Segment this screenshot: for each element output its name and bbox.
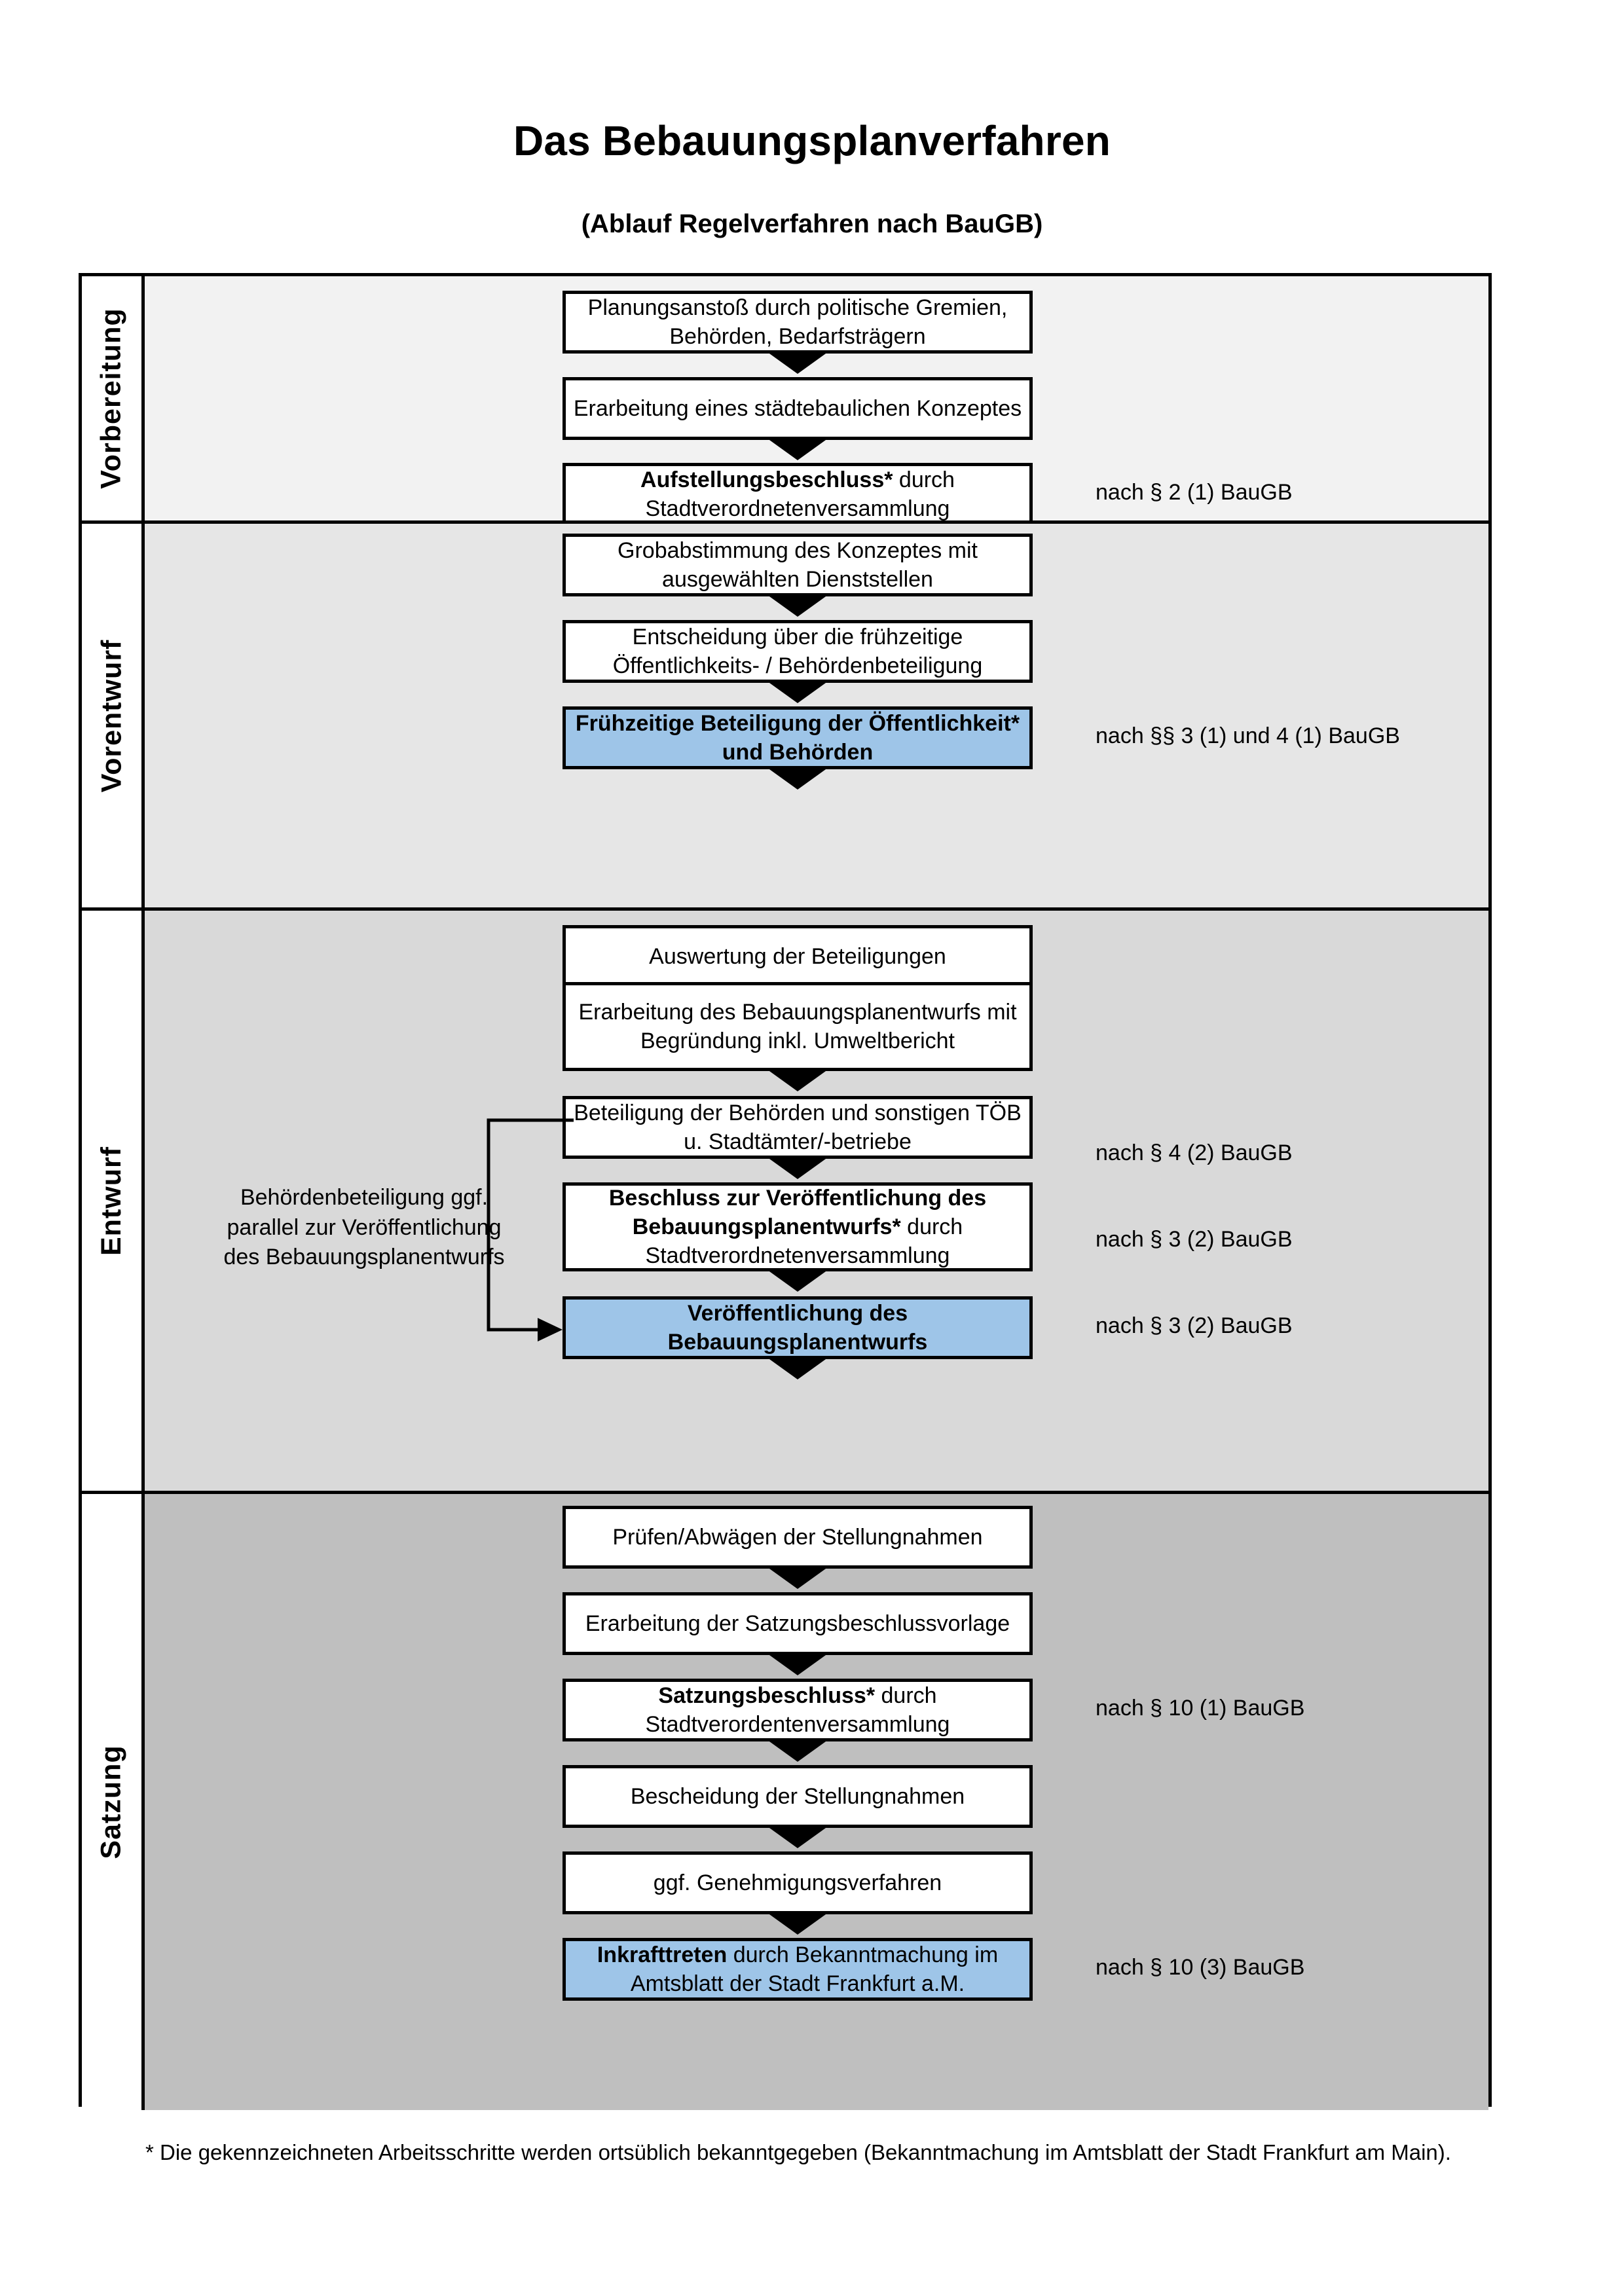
- flow-box-text: Aufstellungsbeschluss* durch Stadtverord…: [572, 465, 1023, 523]
- flow-box-text: Inkrafttreten durch Bekanntmachung im Am…: [572, 1941, 1023, 1998]
- flow-box-auswertung-beteiligungen: Auswertung der Beteiligungen: [563, 925, 1033, 988]
- flow-box-planungsanstoss: Planungsanstoß durch politische Gremien,…: [563, 291, 1033, 354]
- side-note-entwurf: Behördenbeteiligung ggf. parallel zur Ve…: [223, 1185, 505, 1270]
- legal-note-note-par3-2-b: nach § 3 (2) BauGB: [1096, 1313, 1293, 1338]
- flow-box-text: Auswertung der Beteiligungen: [649, 943, 946, 969]
- flow-box-rest: durch Stadtverordnetenversammlung: [645, 1214, 963, 1269]
- flow-arrow-veroeffentlichung-bplan-entwurf: [765, 1356, 830, 1379]
- flow-box-text: Entscheidung über die frühzeitige Öffent…: [612, 624, 983, 678]
- flow-arrow-genehmigungsverfahren: [765, 1911, 830, 1935]
- flow-box-rest: durch Stadtverordnetenversammlung: [645, 467, 955, 521]
- legal-note-note-par4-2: nach § 4 (2) BauGB: [1096, 1140, 1293, 1165]
- phase-label-text: Vorentwurf: [96, 639, 128, 792]
- flow-box-text: Beschluss zur Veröffentlichung des Bebau…: [572, 1184, 1023, 1271]
- flow-box-staedtebauliches-konzept: Erarbeitung eines städtebaulichen Konzep…: [563, 377, 1033, 440]
- phase-label-text: Vorbereitung: [96, 308, 128, 489]
- phase-label-vorentwurf: Vorentwurf: [82, 524, 145, 907]
- phase-label-satzung: Satzung: [82, 1494, 145, 2110]
- flow-box-pruefen-abwaegen: Prüfen/Abwägen der Stellungnahmen: [563, 1506, 1033, 1569]
- flow-arrow-beschluss-veroeffentlichung: [765, 1268, 830, 1292]
- flow-arrow-satzungsbeschluss: [765, 1738, 830, 1762]
- footnote: * Die gekennzeichneten Arbeitsschritte w…: [145, 2140, 1451, 2164]
- flow-box-text: Prüfen/Abwägen der Stellungnahmen: [612, 1524, 983, 1550]
- flow-box-entscheidung-fruehzeitig: Entscheidung über die frühzeitige Öffent…: [563, 620, 1033, 683]
- flow-arrow-fruehzeitige-beteiligung: [765, 766, 830, 790]
- flow-box-text: Grobabstimmung des Konzeptes mit ausgewä…: [618, 538, 978, 592]
- phase-body-vorbereitung: Planungsanstoß durch politische Gremien,…: [145, 276, 1488, 546]
- flow-box-emphasis: Inkrafttreten: [597, 1942, 728, 1967]
- legal-note-note-par10-3: nach § 10 (3) BauGB: [1096, 1955, 1305, 1980]
- flow-arrow-erarbeitung-bplan-entwurf: [765, 1068, 830, 1091]
- flow-box-fruehzeitige-beteiligung: Frühzeitige Beteiligung der Öffentlichke…: [563, 706, 1033, 769]
- legal-note-note-par3-1-4-1: nach §§ 3 (1) und 4 (1) BauGB: [1096, 723, 1400, 748]
- flow-box-beteiligung-behoerden-toeb: Beteiligung der Behörden und sonstigen T…: [563, 1096, 1033, 1159]
- legal-note-note-par10-1: nach § 10 (1) BauGB: [1096, 1696, 1305, 1721]
- flow-arrow-planungsanstoss: [765, 350, 830, 374]
- flow-box-emphasis: Beschluss zur Veröffentlichung des Bebau…: [608, 1185, 987, 1239]
- flow-box-grobabstimmung: Grobabstimmung des Konzeptes mit ausgewä…: [563, 534, 1033, 596]
- flow-box-text: Beteiligung der Behörden und sonstigen T…: [574, 1100, 1022, 1154]
- phase-row-vorentwurf: Vorentwurf Grobabstimmung des Konzeptes m…: [82, 520, 1488, 907]
- phase-row-vorbereitung: Vorbereitung Planungsanstoß durch politis…: [82, 276, 1488, 546]
- flow-arrow-satzungsbeschlussvorlage: [765, 1652, 830, 1675]
- flow-box-erarbeitung-bplan-entwurf: Erarbeitung des Bebauungsplanentwurfs mi…: [563, 982, 1033, 1071]
- flow-box-text: Erarbeitung eines städtebaulichen Konzep…: [573, 395, 1022, 421]
- phase-label-text: Entwurf: [96, 1146, 128, 1256]
- phase-label-vorbereitung: Vorbereitung: [82, 276, 145, 520]
- flow-box-satzungsbeschluss: Satzungsbeschluss* durch Stadtverordente…: [563, 1679, 1033, 1741]
- flow-box-emphasis: Satzungsbeschluss*: [658, 1683, 876, 1708]
- phase-body-entwurf: Behördenbeteiligung ggf. parallel zur Ve…: [145, 911, 1488, 1491]
- phase-row-satzung: Satzung Prüfen/Abwägen der Stellungnahmen…: [82, 1491, 1488, 2110]
- flow-box-genehmigungsverfahren: ggf. Genehmigungsverfahren: [563, 1851, 1033, 1914]
- flow-arrow-beteiligung-behoerden-toeb: [765, 1156, 830, 1179]
- flow-box-text: Bescheidung der Stellungnahmen: [630, 1783, 965, 1809]
- flow-arrow-pruefen-abwaegen: [765, 1565, 830, 1589]
- flow-box-text: Veröffentlichung des Bebauungsplanentwur…: [572, 1299, 1023, 1357]
- flow-arrow-staedtebauliches-konzept: [765, 437, 830, 460]
- flow-arrow-entscheidung-fruehzeitig: [765, 680, 830, 703]
- phase-row-entwurf: Entwurf Behördenbeteiligung ggf. parallel…: [82, 907, 1488, 1491]
- flow-box-aufstellungsbeschluss: Aufstellungsbeschluss* durch Stadtverord…: [563, 463, 1033, 526]
- flow-box-text: Erarbeitung der Satzungsbeschlussvorlage: [585, 1611, 1010, 1636]
- flow-box-text: ggf. Genehmigungsverfahren: [653, 1870, 942, 1895]
- flow-box-emphasis: Aufstellungsbeschluss*: [640, 467, 893, 492]
- flow-box-bescheidung-stellungnahmen: Bescheidung der Stellungnahmen: [563, 1765, 1033, 1828]
- flow-box-rest: durch Bekanntmachung im Amtsblatt der St…: [630, 1942, 999, 1996]
- page-title: Das Bebauungsplanverfahren: [513, 117, 1111, 164]
- flow-box-rest: durch Stadtverordentenversammlung: [645, 1683, 950, 1737]
- flow-box-inkrafttreten: Inkrafttreten durch Bekanntmachung im Am…: [563, 1938, 1033, 2001]
- flow-box-veroeffentlichung-bplan-entwurf: Veröffentlichung des Bebauungsplanentwur…: [563, 1296, 1033, 1359]
- flow-box-emphasis: Veröffentlichung des Bebauungsplanentwur…: [667, 1300, 928, 1355]
- flow-box-text: Frühzeitige Beteiligung der Öffentlichke…: [572, 709, 1023, 767]
- flow-box-satzungsbeschlussvorlage: Erarbeitung der Satzungsbeschlussvorlage: [563, 1592, 1033, 1655]
- flow-arrow-bescheidung-stellungnahmen: [765, 1825, 830, 1848]
- flow-box-text: Planungsanstoß durch politische Gremien,…: [587, 295, 1008, 349]
- flow-box-text: Satzungsbeschluss* durch Stadtverordente…: [572, 1681, 1023, 1739]
- flow-box-text: Erarbeitung des Bebauungsplanentwurfs mi…: [578, 999, 1017, 1053]
- flow-box-beschluss-veroeffentlichung: Beschluss zur Veröffentlichung des Bebau…: [563, 1182, 1033, 1271]
- bracket-arrowhead: [538, 1318, 563, 1341]
- phase-label-text: Satzung: [96, 1745, 127, 1859]
- phase-label-entwurf: Entwurf: [82, 911, 145, 1491]
- page-subtitle: (Ablauf Regelverfahren nach BauGB): [581, 210, 1043, 238]
- phase-body-vorentwurf: Grobabstimmung des Konzeptes mit ausgewä…: [145, 524, 1488, 907]
- flow-arrow-grobabstimmung: [765, 593, 830, 617]
- legal-note-note-par2: nach § 2 (1) BauGB: [1096, 480, 1293, 505]
- legal-note-note-par3-2-a: nach § 3 (2) BauGB: [1096, 1227, 1293, 1252]
- flowchart-frame: Vorbereitung Planungsanstoß durch politis…: [79, 273, 1492, 2110]
- flow-box-emphasis: Frühzeitige Beteiligung der Öffentlichke…: [575, 710, 1020, 765]
